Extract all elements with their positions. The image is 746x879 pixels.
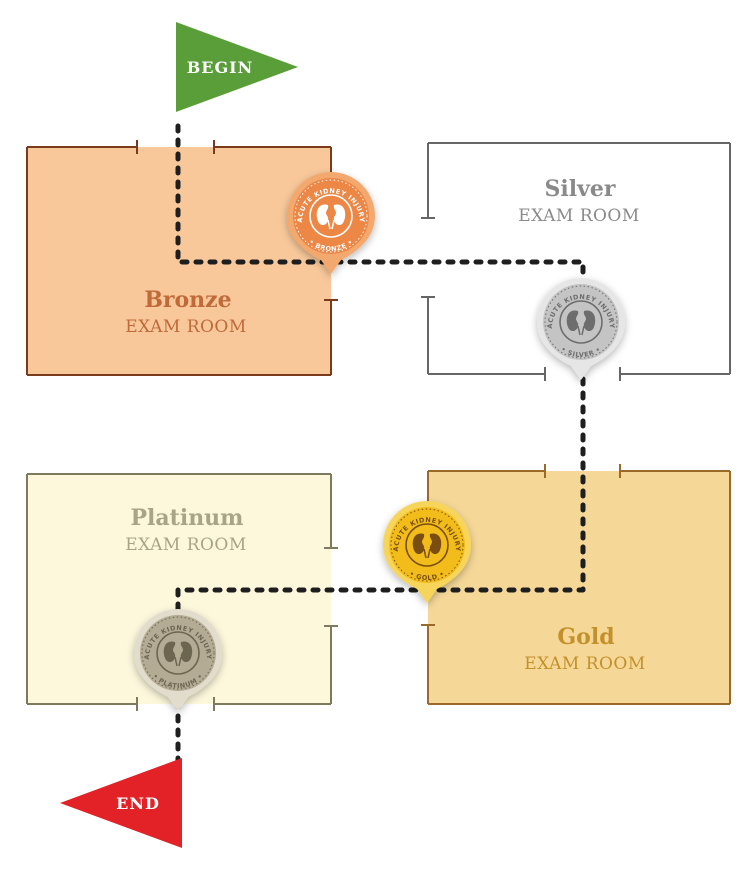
- kidney-icon: [163, 641, 193, 667]
- gold-badge-inner-circle: [389, 507, 465, 583]
- bronze-room-title: Bronze: [144, 287, 231, 313]
- end-flag-shape: [60, 758, 182, 848]
- gold-room-subtitle: EXAM ROOM: [524, 654, 646, 674]
- bronze-badge-center-ring: [309, 194, 353, 238]
- kidney-icon: [412, 533, 442, 559]
- silver-room-subtitle: EXAM ROOM: [518, 206, 640, 226]
- gold-badge-level-text: • GOLD •: [408, 569, 446, 582]
- badge-layer: ACUTE KIDNEY INJURY• BRONZE • ACUTE KIDNE…: [134, 172, 625, 711]
- platinum-badge-center-ring: [156, 631, 200, 675]
- end-flag-label: END: [116, 794, 160, 813]
- silver-badge-pin: ACUTE KIDNEY INJURY• SILVER •: [537, 278, 625, 380]
- bronze-room-subtitle: EXAM ROOM: [125, 317, 247, 337]
- gold-badge-center-ring: [405, 523, 449, 567]
- gold-room: Gold EXAM ROOM: [421, 464, 731, 705]
- silver-room-title: Silver: [545, 176, 616, 202]
- kidney-icon: [566, 310, 596, 336]
- platinum-badge-dotted-ring: [141, 616, 215, 690]
- begin-flag-label: BEGIN: [187, 58, 254, 77]
- silver-badge-inner-circle: [543, 284, 619, 360]
- platinum-badge-pin: ACUTE KIDNEY INJURY• PLATINUM •: [134, 609, 222, 711]
- bronze-badge-dotted-ring: [294, 179, 368, 253]
- begin-flag: BEGIN: [176, 22, 298, 112]
- platinum-room-subtitle: EXAM ROOM: [125, 535, 247, 555]
- silver-room: Silver EXAM ROOM: [421, 142, 731, 381]
- end-flag: END: [60, 758, 182, 848]
- gold-badge-dotted-ring: [390, 508, 464, 582]
- gold-room-title: Gold: [557, 624, 614, 650]
- begin-flag-shape: [176, 22, 298, 112]
- silver-badge-dotted-ring: [544, 285, 618, 359]
- bronze-badge-pin: ACUTE KIDNEY INJURY• BRONZE •: [287, 172, 375, 274]
- silver-badge-center-ring: [559, 300, 603, 344]
- bronze-badge-inner-circle: [293, 178, 369, 254]
- bronze-room: Bronze EXAM ROOM: [26, 140, 338, 376]
- gold-badge-pin: ACUTE KIDNEY INJURY• GOLD •: [383, 501, 471, 603]
- platinum-room-title: Platinum: [131, 505, 244, 531]
- platinum-badge-inner-circle: [140, 615, 216, 691]
- kidney-icon: [316, 204, 346, 230]
